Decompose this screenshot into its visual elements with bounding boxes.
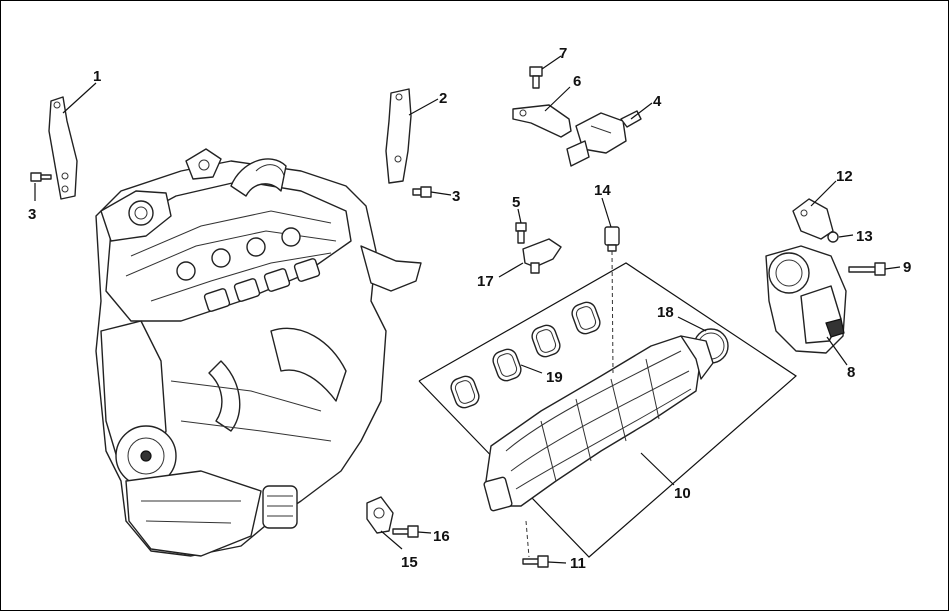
part-11-bolt <box>522 555 549 568</box>
callout-19: 19 <box>546 369 563 386</box>
callout-13: 13 <box>856 228 873 245</box>
part-2-bracket <box>385 88 412 184</box>
callout-11: 11 <box>570 555 586 572</box>
callout-1: 1 <box>93 68 101 85</box>
callout-3-right: 3 <box>452 188 460 205</box>
part-1-bracket <box>48 96 78 200</box>
callout-12: 12 <box>836 168 853 185</box>
callout-9: 9 <box>903 259 911 276</box>
callout-8: 8 <box>847 364 855 381</box>
part-13-bolt <box>827 231 839 243</box>
part-8-throttle-body <box>765 245 847 354</box>
part-14-sensor <box>604 226 620 252</box>
part-5-bolt <box>515 222 527 244</box>
callout-labels: 1 2 3 3 4 5 6 7 8 9 10 11 12 13 14 15 16… <box>28 45 911 572</box>
assembly-dashed-lines <box>525 250 614 558</box>
part-3-bolt-right <box>412 186 432 198</box>
part-15-sensor <box>366 496 394 534</box>
part-3-bolt-left <box>30 172 52 182</box>
part-9-bolt <box>848 262 886 276</box>
callout-6: 6 <box>573 73 581 90</box>
part-16-bolt <box>392 525 419 538</box>
callout-14: 14 <box>594 182 611 199</box>
callout-2: 2 <box>439 90 447 107</box>
part-4-purge-valve <box>566 110 642 167</box>
part-19-gaskets <box>450 301 601 409</box>
part-17-map-sensor <box>522 238 562 274</box>
callout-17: 17 <box>477 273 494 290</box>
callout-16: 16 <box>433 528 450 545</box>
callout-3-left: 3 <box>28 206 36 223</box>
part-10-intake-manifold <box>483 335 714 512</box>
callout-18: 18 <box>657 304 674 321</box>
part-12-bracket <box>792 198 834 240</box>
part-7-bolt <box>529 66 543 89</box>
callout-4: 4 <box>653 93 662 110</box>
engine-assembly <box>95 148 422 557</box>
leader-lines <box>34 55 901 564</box>
callout-10: 10 <box>674 485 691 502</box>
callout-15: 15 <box>401 554 418 571</box>
callout-7: 7 <box>559 45 567 62</box>
part-6-bracket <box>512 104 572 138</box>
callout-5: 5 <box>512 194 520 211</box>
